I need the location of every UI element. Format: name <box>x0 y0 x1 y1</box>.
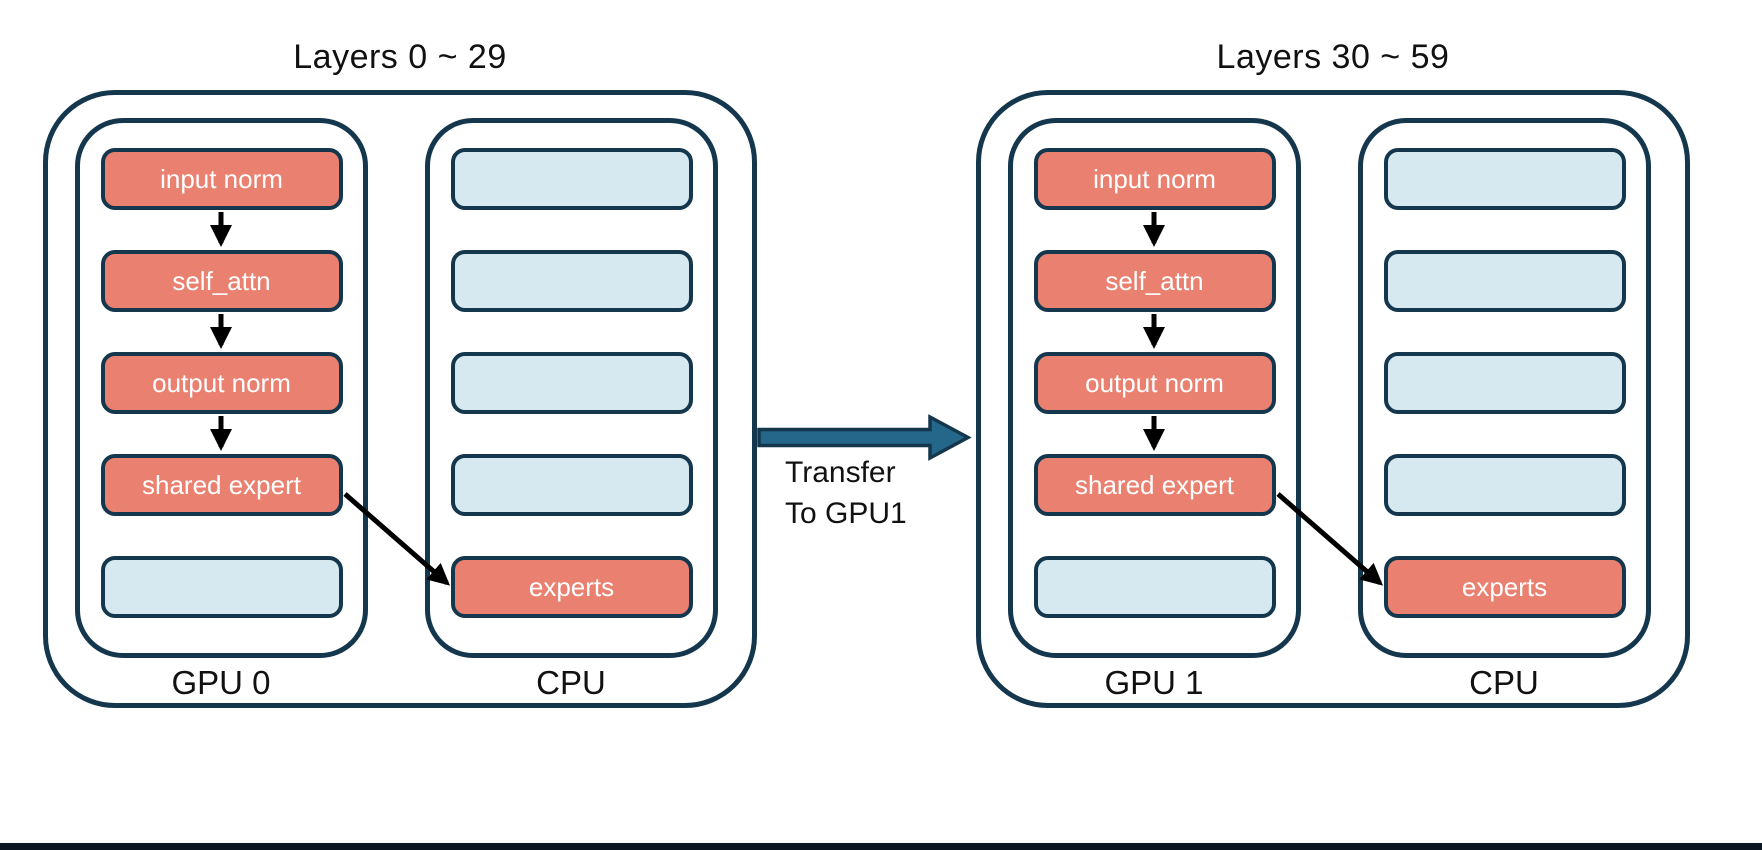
cpu-left-label: CPU <box>536 664 606 701</box>
group-title-layers-0-29: Layers 0 ~ 29 <box>293 38 507 76</box>
gpu1-output-norm-box: output norm <box>1033 352 1276 414</box>
transfer-label-line1: Transfer <box>785 456 896 489</box>
group-title-layers-30-59: Layers 30 ~ 59 <box>1216 38 1450 76</box>
gpu0-self-attn-box: self_attn <box>100 250 343 312</box>
gpu1-input-norm-box: input norm <box>1033 148 1276 210</box>
gpu1-column: input norm self_attn output norm shared … <box>1008 118 1301 658</box>
gpu1-label: GPU 1 <box>1104 664 1204 701</box>
transfer-label: Transfer To GPU1 <box>785 452 907 534</box>
gpu0-input-norm-box: input norm <box>100 148 343 210</box>
cpu-left-empty-box-2 <box>450 250 693 312</box>
gpu0-label: GPU 0 <box>171 664 271 701</box>
bottom-border-bar <box>0 843 1762 850</box>
cpu-right-empty-box-4 <box>1383 454 1626 516</box>
cpu-left-empty-box-3 <box>450 352 693 414</box>
gpu1-shared-expert-box: shared expert <box>1033 454 1276 516</box>
gpu0-column: input norm self_attn output norm shared … <box>75 118 368 658</box>
cpu-left-experts-box: experts <box>450 556 693 618</box>
cpu-left-empty-box-1 <box>450 148 693 210</box>
cpu-right-empty-box-3 <box>1383 352 1626 414</box>
gpu0-shared-expert-box: shared expert <box>100 454 343 516</box>
cpu-left-empty-box-4 <box>450 454 693 516</box>
gpu0-output-norm-box: output norm <box>100 352 343 414</box>
gpu0-empty-box <box>100 556 343 618</box>
cpu-right-empty-box-1 <box>1383 148 1626 210</box>
cpu-left-column: experts <box>425 118 718 658</box>
cpu-right-empty-box-2 <box>1383 250 1626 312</box>
cpu-right-label: CPU <box>1469 664 1539 701</box>
transfer-label-line2: To GPU1 <box>785 497 907 530</box>
gpu1-empty-box <box>1033 556 1276 618</box>
cpu-right-column: experts <box>1358 118 1651 658</box>
cpu-right-experts-box: experts <box>1383 556 1626 618</box>
gpu1-self-attn-box: self_attn <box>1033 250 1276 312</box>
